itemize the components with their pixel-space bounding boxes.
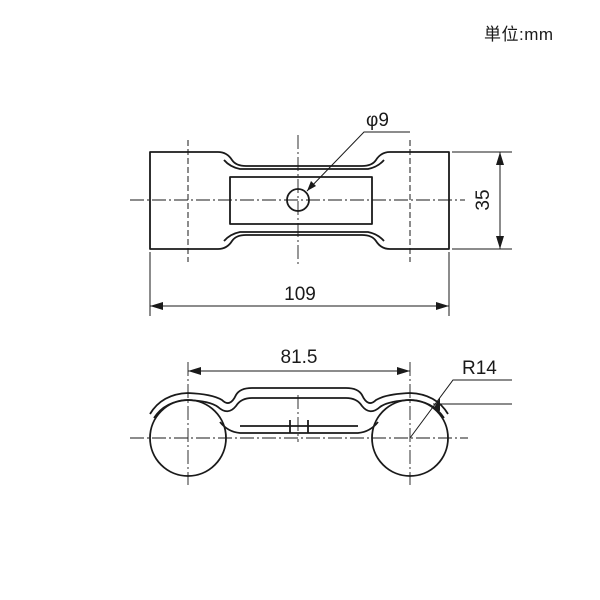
- radius-label: R14: [462, 358, 497, 379]
- saddle-band-outer: [149, 387, 449, 415]
- center-distance-arrow-left: [188, 367, 201, 375]
- top-view-window: [229, 176, 373, 225]
- saddle-band-inner: [153, 397, 445, 419]
- top-view-groove-bottom: [223, 231, 385, 242]
- radius-leader-line: [409, 379, 512, 439]
- base-plate: [219, 421, 379, 434]
- height-label: 35: [473, 189, 494, 210]
- unit-label: 単位:mm: [484, 25, 554, 44]
- height-arrow-bottom: [496, 236, 504, 249]
- top-view: φ9 35 109: [130, 110, 512, 316]
- length-arrow-left: [150, 302, 163, 310]
- center-distance-label: 81.5: [281, 347, 318, 368]
- top-view-outline: [149, 151, 450, 250]
- hole-diameter-label: φ9: [366, 110, 389, 131]
- top-view-groove-top: [223, 159, 385, 170]
- hole-leader-arrow: [307, 181, 316, 191]
- length-arrow-right: [436, 302, 449, 310]
- front-view: 81.5 R14: [130, 347, 512, 485]
- center-distance-arrow-right: [397, 367, 410, 375]
- height-arrow-top: [496, 152, 504, 165]
- hole-leader-line: [306, 131, 410, 192]
- length-label: 109: [284, 284, 316, 305]
